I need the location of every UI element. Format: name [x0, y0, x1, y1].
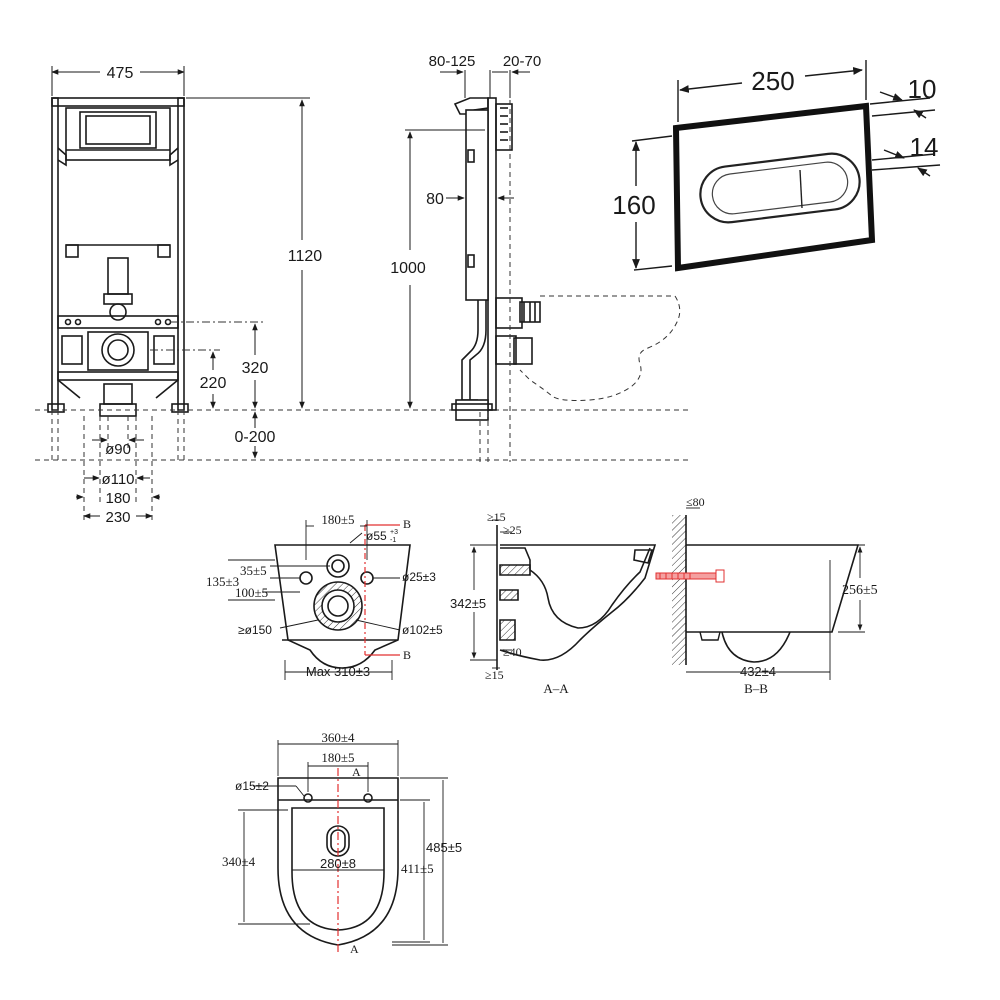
depth-340-label: 340±4 [222, 854, 256, 869]
frame-front-view [47, 97, 189, 417]
depth-411-label: 411±5 [401, 861, 434, 876]
section-b-bottom-label: B [403, 648, 411, 662]
section-bb-title: B–B [744, 681, 768, 696]
depth-range-label: 80-125 [429, 53, 476, 70]
bowl-top-dimensions [238, 740, 448, 946]
bb-length-label: 432±4 [740, 664, 776, 679]
frame-width-label: 475 [107, 65, 134, 82]
bowl-rear-dimensions [228, 520, 401, 680]
gap-25-label: ≥25 [503, 523, 522, 537]
pipe-110-label: ø110 [101, 471, 134, 488]
top-bolt-spacing-label: 180±5 [321, 750, 354, 765]
offset-label: 80 [426, 191, 444, 208]
section-aa-title: A–A [543, 681, 569, 696]
gap-40-label: ≥40 [503, 645, 522, 659]
wall-range-label: 20-70 [503, 53, 541, 70]
bowl-rear-section-lines [364, 524, 400, 656]
bolt-hole-label: ø25±3 [402, 570, 436, 584]
section-a-top-label: A [352, 765, 361, 779]
dim-135-label: 135±3 [206, 574, 239, 589]
waste-height-label: 320 [242, 360, 269, 377]
frame-side-dimensions [405, 69, 530, 409]
rear-bolt-spacing-label: 180±5 [321, 512, 354, 527]
pipe-90-label: ø90 [105, 441, 131, 458]
supply-height-label: 220 [200, 375, 227, 392]
aa-height-label: 342±5 [450, 596, 486, 611]
plate-projection-label: 14 [910, 132, 939, 162]
min-dia-label: ≥ø150 [238, 623, 272, 637]
dim-100-label: 100±5 [235, 585, 268, 600]
side-height-label: 1000 [390, 260, 426, 277]
frame-front-labels: 475 1120 320 220 0-200 ø90 ø110 180 230 [101, 65, 322, 526]
seat-280-label: 280±8 [320, 856, 356, 871]
bb-height-label: 256±5 [842, 583, 878, 598]
bowl-outline-dashed [479, 100, 681, 462]
section-a-bottom-label: A [350, 942, 359, 956]
section-aa-labels: ≥15 ≥25 342±5 ≥40 ≥15 A–A [450, 510, 569, 696]
top-width-label: 360±4 [321, 730, 355, 745]
section-aa-dimensions [470, 519, 512, 669]
top-bolt-hole-label: ø15±2 [235, 779, 269, 793]
frame-side-labels: 80-125 20-70 80 1000 [390, 53, 541, 277]
frame-side-view [451, 97, 541, 421]
plate-height-label: 160 [612, 190, 655, 220]
section-bb-view [655, 515, 860, 665]
outlet-tol-minus: -1 [390, 537, 396, 544]
max-width-label: Max 310±3 [306, 664, 370, 679]
flush-plate [672, 102, 876, 272]
bowl-top-labels: 360±4 180±5 A A ø15±2 340±4 280±8 411±5 … [222, 730, 462, 956]
spacing-180-label: 180 [105, 490, 130, 507]
plate-width-label: 250 [751, 66, 794, 96]
bowl-rear-labels: 180±5 B B ø55 +3 -1 35±5 135±3 100±5 ø25… [206, 512, 443, 679]
flush-plate-labels: 250 160 10 14 [612, 66, 938, 220]
frame-height-label: 1120 [288, 248, 323, 265]
section-bb-dimensions [686, 507, 865, 680]
section-bb-labels: ≤80 256±5 432±4 B–B [686, 495, 878, 696]
section-b-top-label: B [403, 517, 411, 531]
outlet-tol-plus: +3 [390, 529, 398, 536]
bowl-rear-view [274, 544, 411, 669]
wall-thickness-label: ≤80 [686, 495, 705, 509]
floor-range-label: 0-200 [235, 429, 276, 446]
dim-35-label: 35±5 [240, 563, 267, 578]
waste-dia-label: ø102±5 [402, 623, 443, 637]
depth-485-label: 485±5 [426, 840, 462, 855]
section-aa-view [496, 525, 657, 670]
plate-thickness-label: 10 [908, 74, 937, 104]
flush-plate-dimensions [631, 60, 941, 271]
gap-bottom-label: ≥15 [485, 668, 504, 682]
floor-lines [35, 321, 690, 520]
gap-top-label: ≥15 [487, 510, 506, 524]
frame-front-dimensions [51, 66, 310, 519]
spacing-230-label: 230 [105, 509, 130, 526]
outlet-dia-label: ø55 [366, 529, 387, 543]
